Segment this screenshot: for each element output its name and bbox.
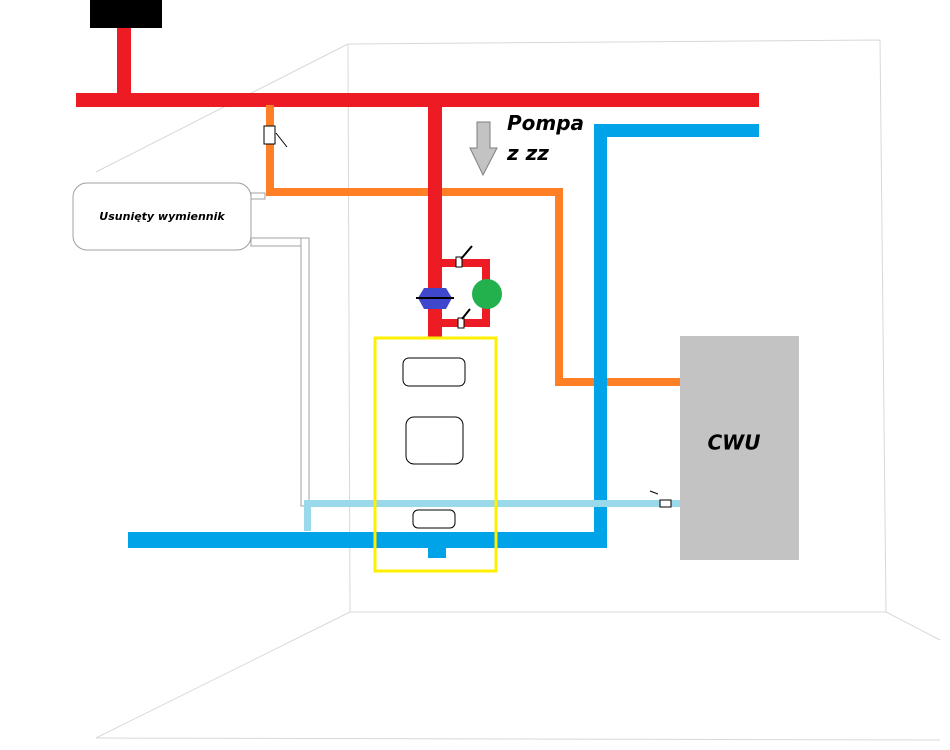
heat-exchanger-label: Usunięty wymiennik (99, 210, 225, 223)
return-pipe (266, 105, 681, 386)
pump-sub-label: z zz (506, 141, 549, 165)
flue-pipe (117, 28, 131, 100)
cwu-tank (680, 336, 799, 560)
valve-icon (649, 490, 672, 508)
valve-icon (455, 245, 473, 268)
chimney (90, 0, 162, 28)
heat-exchanger (72, 182, 252, 251)
hot-main-pipe (76, 93, 759, 107)
pump-label: Pompa (507, 111, 584, 135)
recirculation-pipe (304, 500, 681, 531)
cold-water-pipe (128, 124, 759, 558)
down-arrow-icon (469, 121, 498, 177)
boiler (373, 336, 498, 573)
valve-icon (416, 288, 454, 309)
pump-icon (472, 279, 502, 309)
exchanger-pipe-stub (250, 192, 310, 507)
valve-icon (263, 125, 288, 148)
hot-riser-pipe (428, 105, 442, 338)
room-outline (95, 39, 941, 741)
cwu-label: CWU (708, 431, 761, 455)
valve-icon (457, 308, 471, 329)
